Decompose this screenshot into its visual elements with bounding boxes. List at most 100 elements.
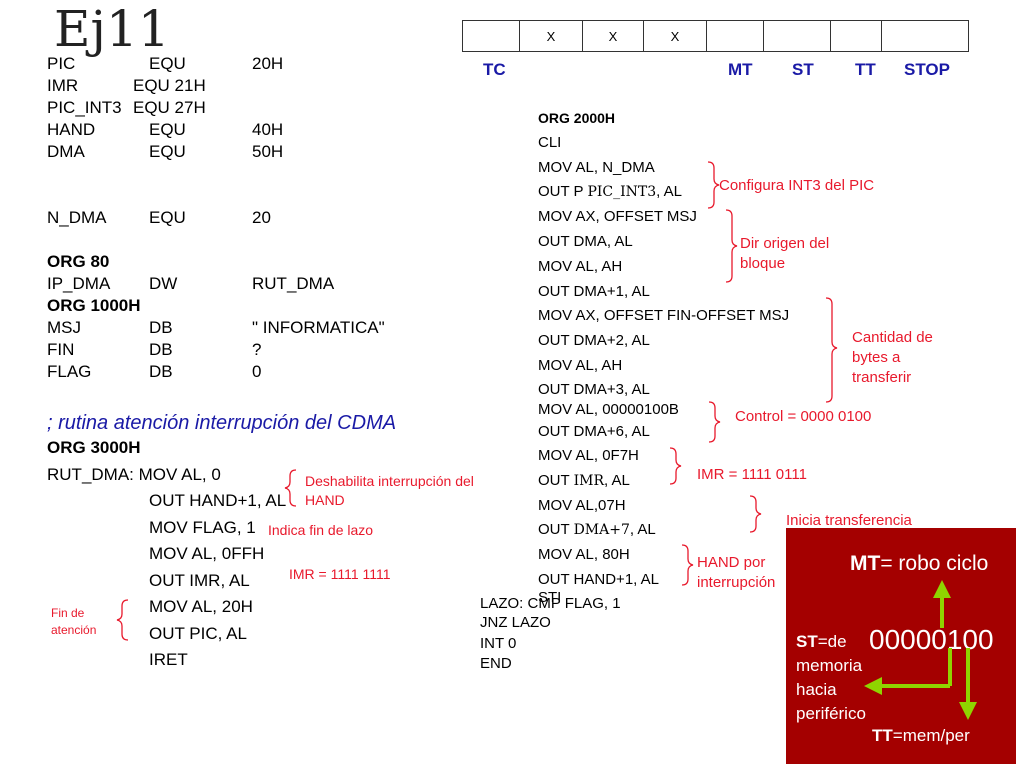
code-line: MOV FLAG, 1 <box>149 518 256 537</box>
arrow-tt-head <box>959 702 977 720</box>
equate-value: 20H <box>252 54 284 73</box>
code-line: OUT DMA+7, AL <box>538 521 656 538</box>
info-mt-text: = robo ciclo <box>880 552 989 575</box>
register-cell <box>831 21 882 51</box>
equate-name: N_DMA <box>47 208 107 227</box>
code-part: , AL <box>656 183 683 200</box>
org-directive: ORG 3000H <box>47 438 141 457</box>
code-line: IRET <box>149 650 188 669</box>
brace-control <box>708 401 721 443</box>
data-name: MSJ <box>47 318 81 337</box>
code-part: , AL <box>629 521 656 538</box>
brace-imr <box>669 447 682 485</box>
info-mt: MT= robo ciclo <box>850 552 988 576</box>
annotation-dir-origen: Dir origen del bloque <box>740 235 830 272</box>
annotation-hand: HAND por interrupción <box>697 554 776 591</box>
code-line: OUT HAND+1, AL <box>538 571 660 588</box>
data-name: FLAG <box>47 362 92 381</box>
code-line: STI <box>538 589 562 606</box>
register-cell <box>764 21 831 51</box>
note-imr-all: IMR = 1111 1111 <box>289 566 391 582</box>
code-line: OUT IMR, AL <box>149 571 250 590</box>
equate-op: EQU 27H <box>133 98 206 117</box>
register-label-mt: MT <box>728 60 753 79</box>
code-line: OUT DMA, AL <box>538 233 633 250</box>
brace-config <box>707 161 720 209</box>
code-line: MOV AL, 0F7H <box>538 447 639 464</box>
arrow-st-head <box>864 677 882 695</box>
info-tt: TT=mem/per <box>872 726 970 746</box>
equate-name: PIC <box>47 54 76 73</box>
data-op: DB <box>149 318 173 337</box>
info-box <box>786 528 1016 764</box>
data-name: IP_DMA <box>47 274 111 293</box>
code-part: OUT P <box>538 183 584 200</box>
info-st-text: =de memoria hacia periférico <box>796 632 866 723</box>
annotation-control: Control = 0000 0100 <box>735 408 872 425</box>
note-deshabilita: Deshabilita interrupción del HAND <box>305 473 474 508</box>
code-line: OUT IMR, AL <box>538 472 630 489</box>
info-value: 00000100 <box>869 624 994 655</box>
code-line: MOV AL, 00000100B <box>538 401 679 418</box>
code-line: OUT DMA+3, AL <box>538 381 650 398</box>
code-line: MOV AL, 80H <box>538 546 630 563</box>
code-line: MOV AL, 0FFH <box>149 544 265 563</box>
register-label-tt: TT <box>855 60 876 79</box>
code-part: , AL <box>603 472 630 489</box>
register-cell <box>707 21 764 51</box>
page-title: Ej11 <box>54 0 170 58</box>
code-line: RUT_DMA: MOV AL, 0 <box>47 465 221 484</box>
annotation-imr: IMR = 1111 0111 <box>697 466 807 483</box>
code-line: OUT DMA+6, AL <box>538 423 650 440</box>
equate-value: 20 <box>252 208 271 227</box>
data-op: DW <box>149 274 178 293</box>
note-fin-lazo: Indica fin de lazo <box>268 522 374 538</box>
code-line: OUT P PIC_INT3, AL <box>538 183 682 200</box>
equate-op: EQU <box>149 120 186 139</box>
loop-line: LAZO: CMP FLAG, 1 <box>480 595 621 612</box>
org-directive: ORG 1000H <box>47 296 141 315</box>
info-st-key: ST <box>796 632 818 651</box>
data-value: " INFORMATICA" <box>252 318 385 337</box>
register-cell: X <box>644 21 707 51</box>
brace-inicia <box>749 495 762 533</box>
brace-cantidad <box>825 297 838 403</box>
brace-dir-origen <box>725 209 738 283</box>
data-value: 0 <box>252 362 262 381</box>
equate-op: EQU <box>149 142 186 161</box>
info-mt-key: MT <box>850 552 881 575</box>
code-line: MOV AL, N_DMA <box>538 159 655 176</box>
data-value: ? <box>252 340 262 359</box>
data-op: DB <box>149 340 173 359</box>
equate-value: 40H <box>252 120 284 139</box>
equate-name: HAND <box>47 120 96 139</box>
loop-line: END <box>480 655 512 672</box>
info-tt-key: TT <box>872 726 893 745</box>
code-operand: IMR <box>573 473 604 489</box>
register-bar: X X X <box>462 20 969 52</box>
equate-op: EQU 21H <box>133 76 206 95</box>
arrow-mt-head <box>933 580 951 598</box>
code-line: OUT DMA+1, AL <box>538 283 650 300</box>
code-line: OUT HAND+1, AL <box>149 491 287 510</box>
routine-comment: ; rutina atención interrupción del CDMA <box>47 412 397 434</box>
equate-name: IMR <box>47 76 79 95</box>
note-fin-atencion: Fin de atención <box>51 606 97 637</box>
code-line: OUT PIC, AL <box>149 624 247 643</box>
register-cell: X <box>520 21 583 51</box>
code-line: CLI <box>538 134 562 151</box>
equate-name: DMA <box>47 142 85 161</box>
code-part: OUT <box>538 521 570 538</box>
equate-value: 50H <box>252 142 284 161</box>
brace-fin-atencion <box>116 599 129 641</box>
register-label-st: ST <box>792 60 814 79</box>
register-label-stop: STOP <box>904 60 950 79</box>
org-directive: ORG 2000H <box>538 110 616 126</box>
code-part: OUT <box>538 472 570 489</box>
code-line: MOV AX, OFFSET FIN-OFFSET MSJ <box>538 307 790 324</box>
loop-line: INT 0 <box>480 635 517 652</box>
register-label-tc: TC <box>483 60 506 79</box>
register-cell <box>463 21 520 51</box>
equate-op: EQU <box>149 54 186 73</box>
